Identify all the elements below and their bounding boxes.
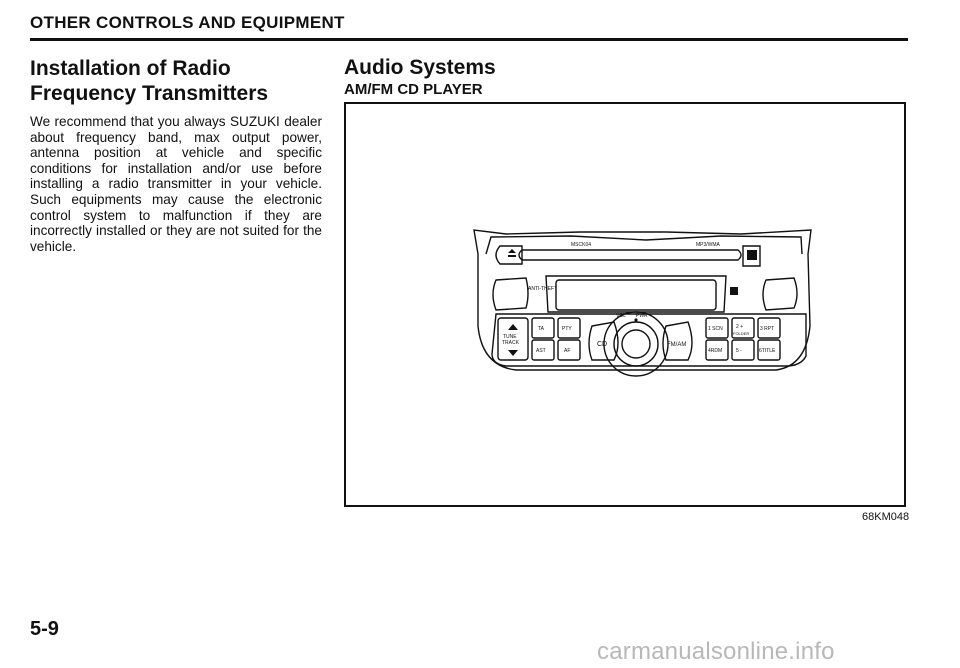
radio-illustration: MSCK04 MP3/WMA ANTI-THEFT VOL PWR TUNE T… xyxy=(473,229,812,377)
preset-3-label: 3 RPT xyxy=(760,326,774,332)
section-header: OTHER CONTROLS AND EQUIPMENT xyxy=(30,13,345,32)
pwr-label: PWR xyxy=(636,313,648,319)
preset-4-button xyxy=(705,339,729,361)
watermark-text: carmanualsonline.info xyxy=(597,638,835,665)
preset-1-label: 1 SCN xyxy=(708,326,723,332)
fmam-button xyxy=(662,321,693,361)
page-number: 5-9 xyxy=(30,618,59,640)
ast-label: AST xyxy=(536,348,546,354)
volume-knob-ring xyxy=(613,321,659,367)
music-button xyxy=(762,277,798,311)
format-label: MP3/WMA xyxy=(696,242,721,248)
track-label: TRACK xyxy=(502,340,520,346)
tune-down-icon xyxy=(508,350,518,356)
preset-4-label: 4RDM xyxy=(708,348,722,354)
mp3-logo-icon xyxy=(747,250,757,260)
audio-heading: Audio Systems xyxy=(344,56,496,79)
figure-code: 68KM048 xyxy=(862,511,910,523)
volume-dot-icon xyxy=(634,318,638,322)
tune-label: TUNE xyxy=(503,334,517,340)
pty-button xyxy=(557,317,581,339)
radio-display xyxy=(555,279,717,311)
cd-slot xyxy=(518,249,742,261)
tune-up-icon xyxy=(508,324,518,330)
ta-label: TA xyxy=(538,326,545,332)
anti-theft-label: ANTI-THEFT xyxy=(528,286,557,292)
right-column: Audio Systems AM/FM CD PLAYER xyxy=(344,55,910,98)
af-label: AF xyxy=(564,348,570,354)
preset-2-button xyxy=(731,317,755,339)
preset-2-label: 2 + xyxy=(736,324,743,330)
preset-6-button xyxy=(757,339,781,361)
preset-5-label: 5 - xyxy=(736,348,742,354)
audio-subheading: AM/FM CD PLAYER xyxy=(344,81,483,98)
preset-1-button xyxy=(705,317,729,339)
anti-theft-led-icon xyxy=(730,287,738,295)
cd-button xyxy=(588,321,619,361)
vol-label: VOL xyxy=(616,313,626,319)
af-button xyxy=(557,339,581,361)
cd-label: CD xyxy=(597,341,607,348)
preset-5-button xyxy=(731,339,755,361)
body-paragraph: We recommend that you always SUZUKI deal… xyxy=(30,114,322,254)
model-label: MSCK04 xyxy=(571,242,591,248)
ast-button xyxy=(531,339,555,361)
preset-3-button xyxy=(757,317,781,339)
pty-label: PTY xyxy=(562,326,572,332)
header-rule xyxy=(30,38,908,41)
eject-icon xyxy=(508,249,516,253)
section-heading-line2: Frequency Transmitters xyxy=(30,82,269,105)
fmam-label: FM/AM xyxy=(667,342,686,348)
mute-button xyxy=(492,277,529,311)
section-heading-line1: Installation of Radio xyxy=(30,57,231,80)
ta-button xyxy=(531,317,555,339)
left-column: Installation of Radio Frequency Transmit… xyxy=(30,56,322,254)
folder-label: FOLDER xyxy=(733,331,749,336)
tune-button xyxy=(497,317,529,361)
radio-figure-frame: MSCK04 MP3/WMA ANTI-THEFT VOL PWR TUNE T… xyxy=(344,102,906,507)
volume-knob-outer xyxy=(603,311,669,377)
preset-6-label: 6TITLE xyxy=(759,348,776,354)
